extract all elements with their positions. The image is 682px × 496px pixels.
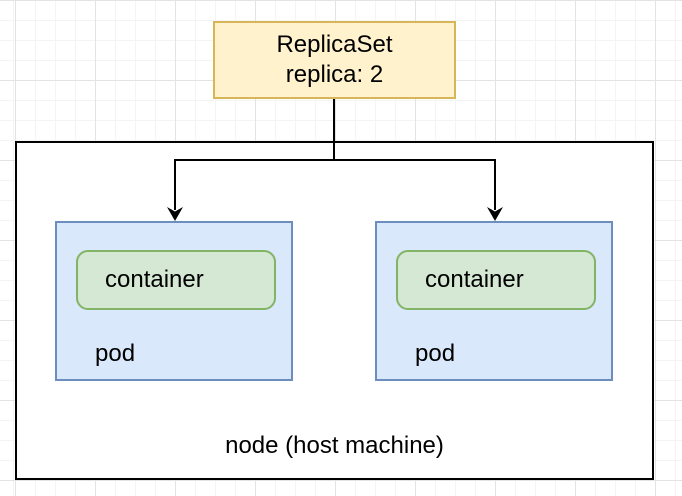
connector-left-line: [174, 160, 176, 210]
connector-right-line: [494, 160, 496, 210]
container-label: container: [425, 266, 524, 293]
pod-label: pod: [95, 340, 136, 367]
connector-branch-line: [174, 159, 496, 161]
connector-stem-line: [333, 99, 335, 161]
arrowhead-down-icon: [487, 207, 503, 221]
replicaset-replica-count: replica: 2: [285, 61, 384, 88]
container-label: container: [105, 266, 204, 293]
node-host-label: node (host machine): [225, 432, 444, 459]
replicaset-title: ReplicaSet: [276, 31, 393, 58]
replicaset-box: ReplicaSet replica: 2: [213, 21, 456, 99]
pod-box-left: container pod: [55, 221, 293, 381]
arrowhead-down-icon: [167, 207, 183, 221]
pod-box-right: container pod: [375, 221, 613, 381]
pod-label: pod: [415, 340, 456, 367]
container-box-left: container: [76, 250, 276, 310]
container-box-right: container: [396, 250, 596, 310]
